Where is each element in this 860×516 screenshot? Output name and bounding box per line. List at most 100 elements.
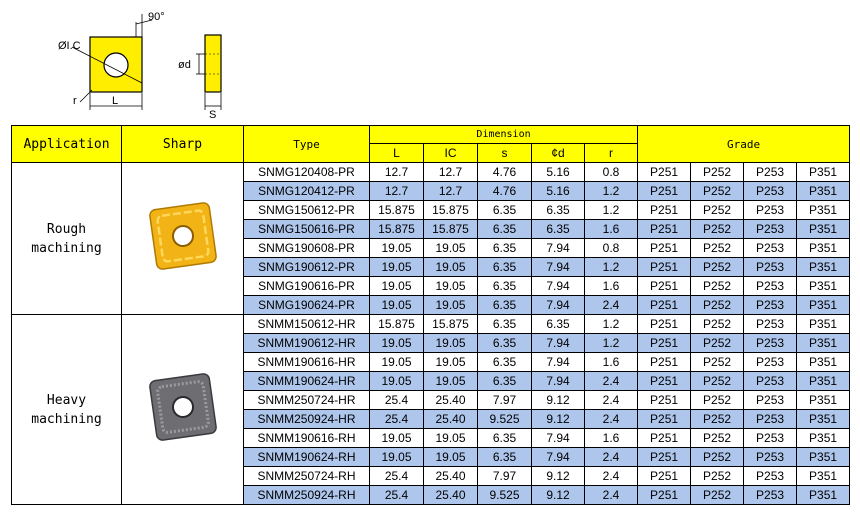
type-cell: SNMM250924-HR <box>243 409 370 429</box>
grade-cell: P351 <box>796 409 851 429</box>
dim-r-cell: 2.4 <box>583 409 639 429</box>
dim-ic-cell: 25.40 <box>423 485 478 505</box>
header-application: Application <box>11 125 122 163</box>
grade-cell: P251 <box>637 428 692 448</box>
type-cell: SNMM250724-HR <box>243 390 370 410</box>
grade-cell: P252 <box>690 485 745 505</box>
grade-cell: P251 <box>637 314 692 334</box>
grade-cell: P251 <box>637 276 692 296</box>
dim-d-cell: 7.94 <box>531 257 585 277</box>
grade-cell: P253 <box>743 447 798 467</box>
dim-s-cell: 6.35 <box>477 428 532 448</box>
rough-insert-icon <box>148 202 217 270</box>
dim-d-cell: 5.16 <box>531 162 585 182</box>
dim-d-cell: 9.12 <box>531 466 585 486</box>
dim-r-cell: 1.2 <box>583 200 639 220</box>
dim-s-cell: 6.35 <box>477 314 532 334</box>
dim-d-cell: 7.94 <box>531 371 585 391</box>
type-cell: SNMM190624-HR <box>243 371 370 391</box>
grade-cell: P251 <box>637 162 692 182</box>
grade-cell: P252 <box>690 466 745 486</box>
application-label: Heavy <box>46 392 87 408</box>
dim-l-cell: 25.4 <box>369 466 424 486</box>
grade-cell: P253 <box>743 466 798 486</box>
dim-s-cell: 7.97 <box>477 466 532 486</box>
dim-s-cell: 9.525 <box>477 485 532 505</box>
heavy-insert-icon <box>148 373 217 441</box>
type-cell: SNMG190616-PR <box>243 276 370 296</box>
grade-cell: P253 <box>743 333 798 353</box>
grade-cell: P252 <box>690 276 745 296</box>
insert-dimension-diagram: 90° ØI.C r L ød S <box>58 11 222 121</box>
dim-d-cell: 9.12 <box>531 485 585 505</box>
dim-l-cell: 19.05 <box>369 295 424 315</box>
type-cell: SNMM250924-RH <box>243 485 370 505</box>
grade-cell: P251 <box>637 485 692 505</box>
dim-l-cell: 19.05 <box>369 447 424 467</box>
grade-cell: P253 <box>743 295 798 315</box>
dim-d-cell: 7.94 <box>531 352 585 372</box>
dim-ic-cell: 12.7 <box>423 162 478 182</box>
angle-label: 90° <box>148 11 165 23</box>
dim-r-cell: 2.4 <box>583 466 639 486</box>
header-dim-s: s <box>477 143 532 163</box>
grade-cell: P251 <box>637 238 692 258</box>
type-cell: SNMG150612-PR <box>243 200 370 220</box>
dim-d-cell: 6.35 <box>531 200 585 220</box>
s-label: S <box>209 109 216 121</box>
grade-cell: P251 <box>637 219 692 239</box>
dim-d-cell: 7.94 <box>531 428 585 448</box>
grade-cell: P253 <box>743 409 798 429</box>
dim-ic-cell: 15.875 <box>423 314 478 334</box>
grade-cell: P253 <box>743 428 798 448</box>
dim-r-cell: 1.2 <box>583 181 639 201</box>
dim-r-cell: 2.4 <box>583 485 639 505</box>
type-cell: SNMM250724-RH <box>243 466 370 486</box>
dim-ic-cell: 19.05 <box>423 257 478 277</box>
dim-r-cell: 2.4 <box>583 295 639 315</box>
grade-cell: P252 <box>690 390 745 410</box>
grade-cell: P252 <box>690 295 745 315</box>
grade-cell: P351 <box>796 219 851 239</box>
dim-r-cell: 1.6 <box>583 276 639 296</box>
type-cell: SNMG190612-PR <box>243 257 370 277</box>
dim-l-cell: 15.875 <box>369 314 424 334</box>
dim-ic-cell: 19.05 <box>423 428 478 448</box>
insert-image-cell <box>121 314 244 505</box>
header-dim-r: r <box>583 143 639 163</box>
dim-s-cell: 6.35 <box>477 352 532 372</box>
grade-cell: P351 <box>796 295 851 315</box>
grade-cell: P253 <box>743 219 798 239</box>
dim-ic-cell: 19.05 <box>423 333 478 353</box>
grade-cell: P251 <box>637 295 692 315</box>
grade-cell: P252 <box>690 352 745 372</box>
grade-cell: P252 <box>690 371 745 391</box>
grade-cell: P251 <box>637 371 692 391</box>
header-dim-d: ¢d <box>531 143 585 163</box>
dim-s-cell: 9.525 <box>477 409 532 429</box>
dim-l-cell: 19.05 <box>369 276 424 296</box>
grade-cell: P351 <box>796 390 851 410</box>
grade-cell: P252 <box>690 257 745 277</box>
grade-cell: P251 <box>637 257 692 277</box>
dim-r-cell: 1.6 <box>583 219 639 239</box>
dim-l-cell: 25.4 <box>369 390 424 410</box>
grade-cell: P251 <box>637 200 692 220</box>
grade-cell: P351 <box>796 238 851 258</box>
grade-cell: P351 <box>796 257 851 277</box>
d-label: ød <box>178 59 191 71</box>
dim-l-cell: 15.875 <box>369 200 424 220</box>
insert-hole <box>103 52 129 78</box>
header-dimension: Dimension <box>368 125 639 144</box>
dim-l-cell: 25.4 <box>369 409 424 429</box>
dim-l-cell: 12.7 <box>369 181 424 201</box>
insert-image-cell <box>121 162 244 315</box>
dim-d-cell: 9.12 <box>531 409 585 429</box>
grade-cell: P351 <box>796 200 851 220</box>
